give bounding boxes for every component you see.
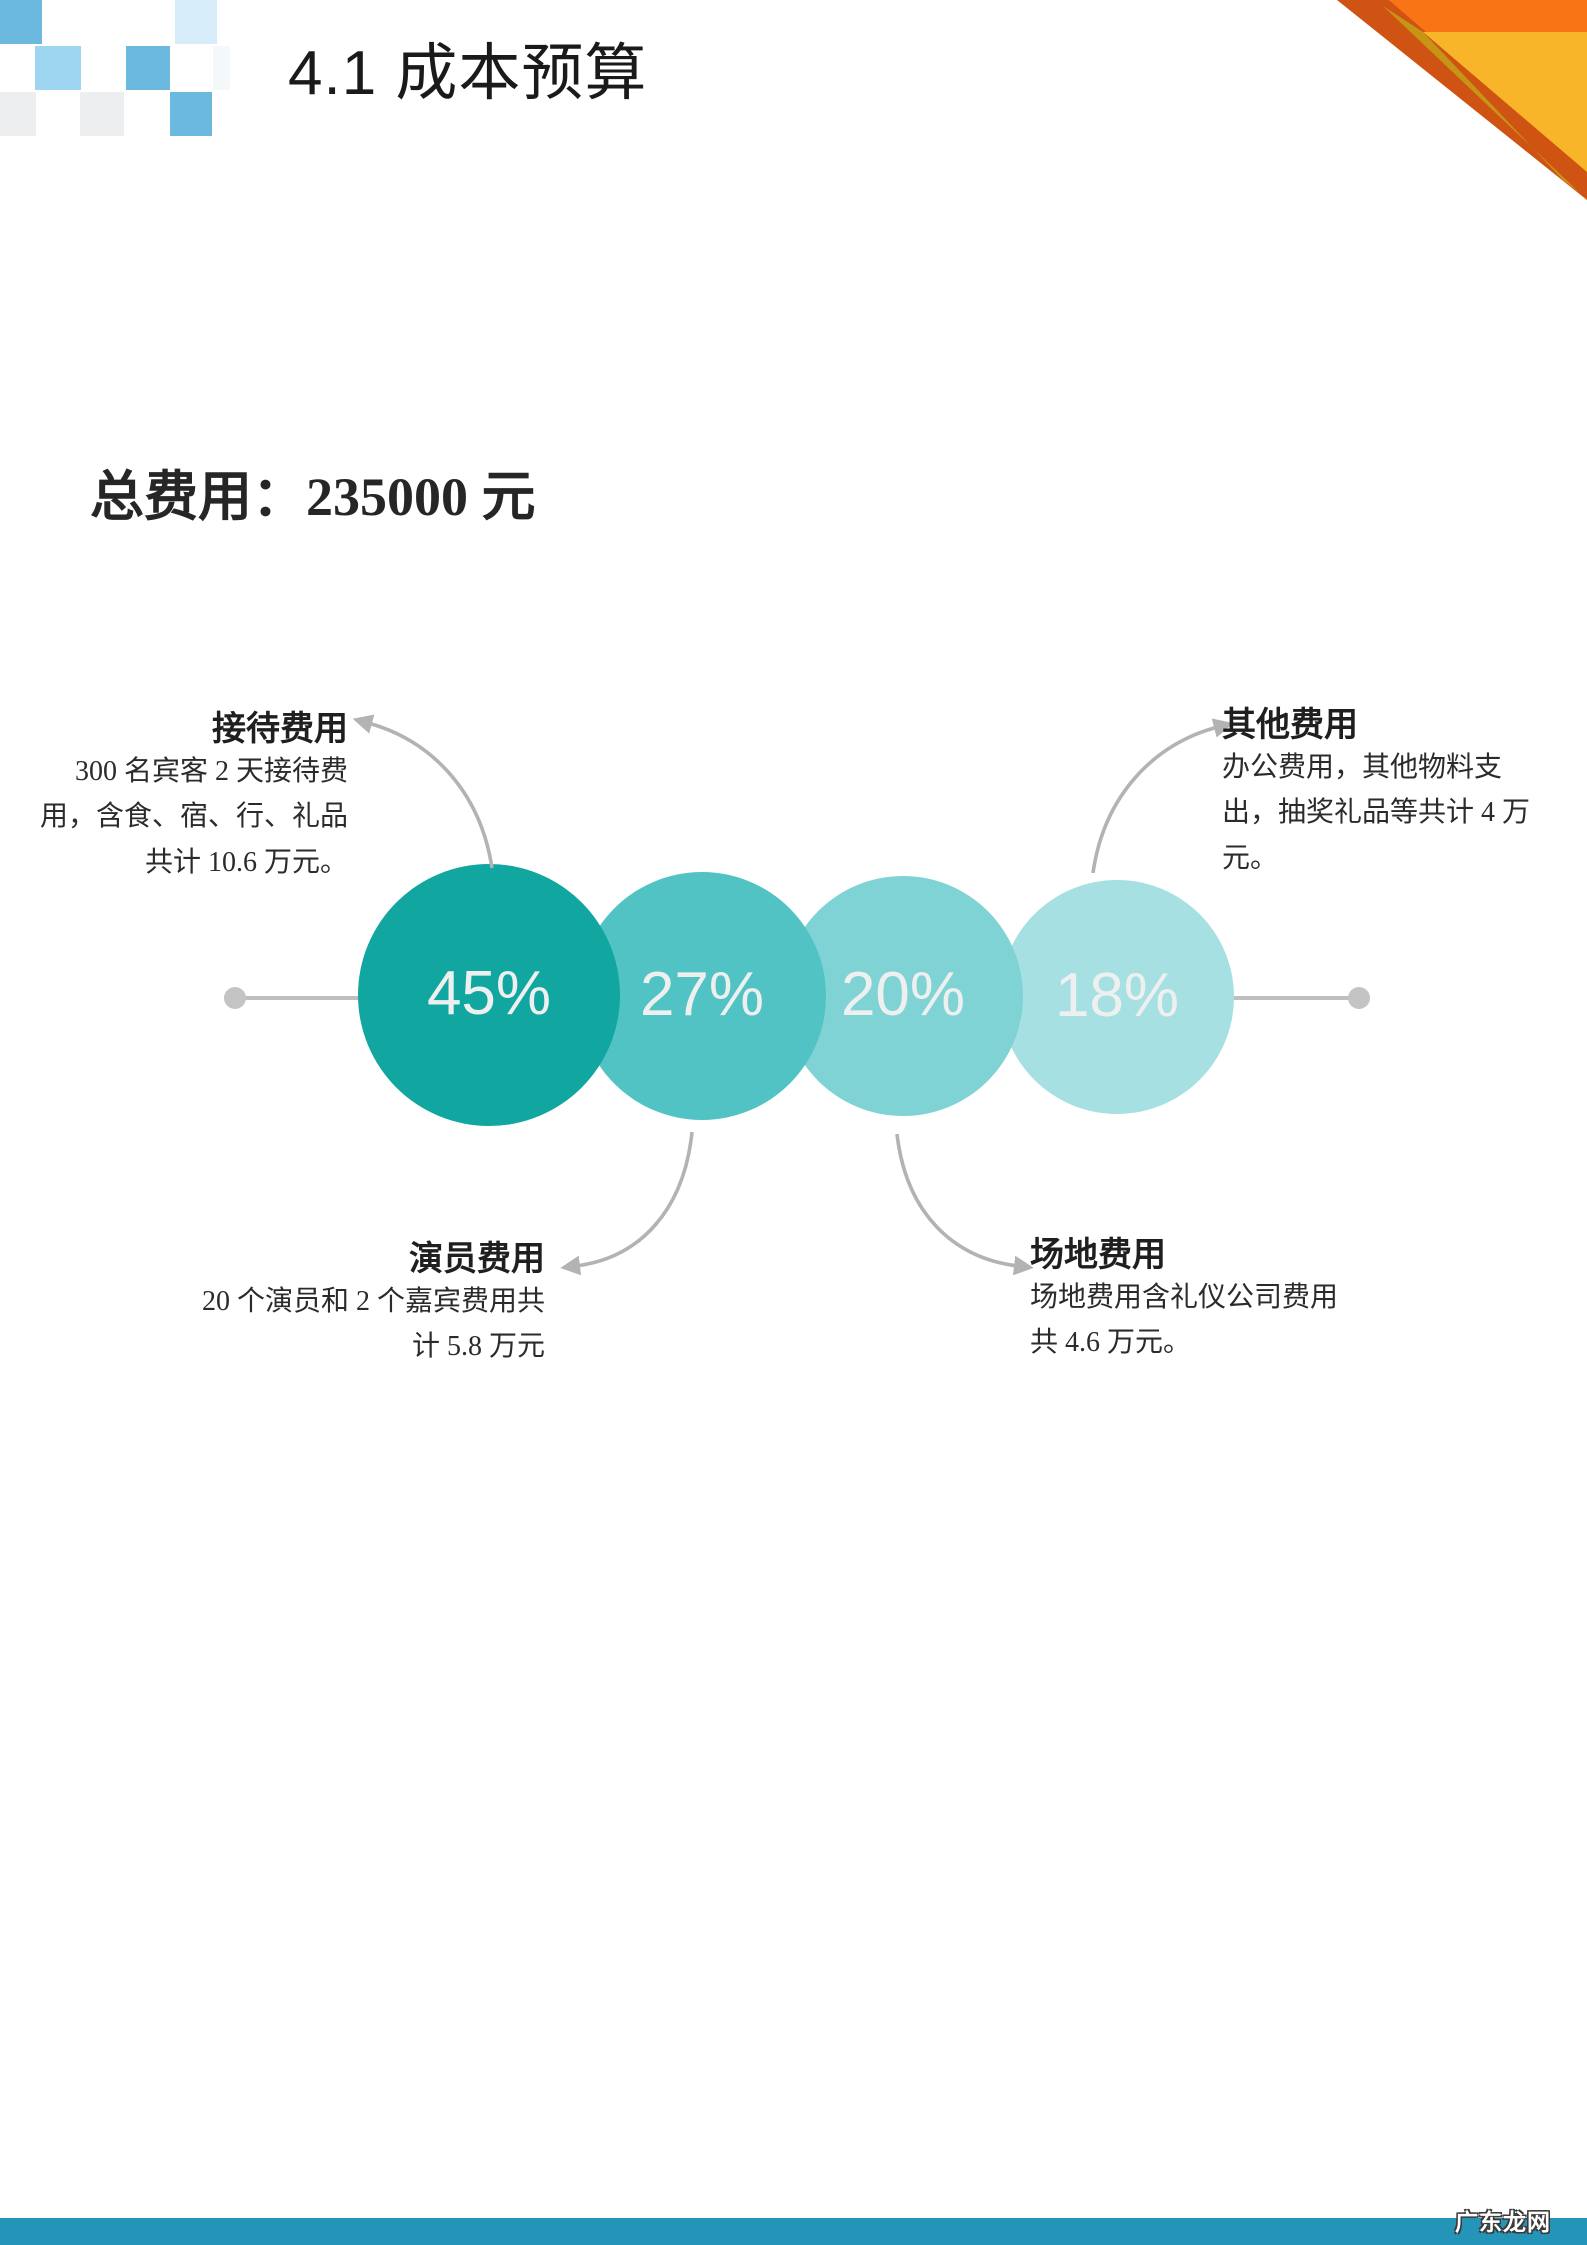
callout-venue-body: 场地费用含礼仪公司费用共 4.6 万元。: [1030, 1282, 1339, 1359]
callout-venue: 场地费用 场地费用含礼仪公司费用共 4.6 万元。: [1030, 1236, 1360, 1366]
left-stem-dot: [224, 987, 246, 1009]
callout-venue-title: 场地费用: [1030, 1237, 1166, 1274]
callout-reception: 接待费用 300 名宾客 2 天接待费用，含食、宿、行、礼品共计 10.6 万元…: [28, 710, 348, 885]
bubble-reception-main[interactable]: 45%: [358, 864, 620, 1126]
watermark: 广东龙网: [1455, 2210, 1551, 2236]
arrow-to-venue: [895, 1133, 1034, 1276]
bubble-venue-value: 20%: [840, 959, 966, 1029]
left-stem-line: [236, 996, 406, 1000]
footer-bar: [0, 2218, 1587, 2245]
callout-reception-title: 接待费用: [212, 711, 348, 748]
callout-actors-body: 20 个演员和 2 个嘉宾费用共计 5.8 万元: [201, 1286, 545, 1363]
right-stem-dot: [1348, 987, 1370, 1009]
amber-triangle: [1423, 32, 1587, 172]
bubble-other-value: 18%: [1054, 960, 1180, 1030]
right-stem-line: [1185, 996, 1360, 1000]
page-title: 4.1 成本预算: [288, 39, 648, 108]
bubble-actors-value: 27%: [639, 959, 765, 1029]
callout-other-body: 办公费用，其他物料支出，抽奖礼品等共计 4 万元。: [1222, 752, 1531, 874]
callout-actors-title: 演员费用: [409, 1241, 545, 1278]
arrow-to-other: [1091, 718, 1234, 874]
callout-other: 其他费用 办公费用，其他物料支出，抽奖礼品等共计 4 万元。: [1222, 706, 1542, 881]
checker-tile: [170, 92, 212, 136]
arrow-to-reception: [352, 714, 494, 869]
dark-orange-band: [1337, 0, 1587, 200]
total-cost-label: 总费用：235000 元: [90, 467, 536, 527]
checker-tile: [89, 0, 131, 44]
checker-tile: [0, 0, 42, 44]
checker-tile: [126, 46, 170, 90]
callout-other-title: 其他费用: [1222, 707, 1358, 744]
corner-triangle-decoration: [1337, 0, 1587, 200]
arrow-to-actors: [560, 1131, 694, 1276]
checker-tile: [175, 0, 217, 44]
callout-reception-body: 300 名宾客 2 天接待费用，含食、宿、行、礼品共计 10.6 万元。: [39, 756, 348, 878]
checker-tile: [35, 46, 81, 90]
checker-tile: [0, 92, 36, 136]
bubble-other[interactable]: 18%: [1000, 880, 1234, 1114]
checker-tile: [80, 92, 124, 136]
checker-tile: [213, 46, 230, 90]
callout-actors: 演员费用 20 个演员和 2 个嘉宾费用共计 5.8 万元: [190, 1240, 545, 1370]
dark-amber-band: [1383, 6, 1579, 192]
bubble-reception-value: 45%: [426, 958, 552, 1028]
